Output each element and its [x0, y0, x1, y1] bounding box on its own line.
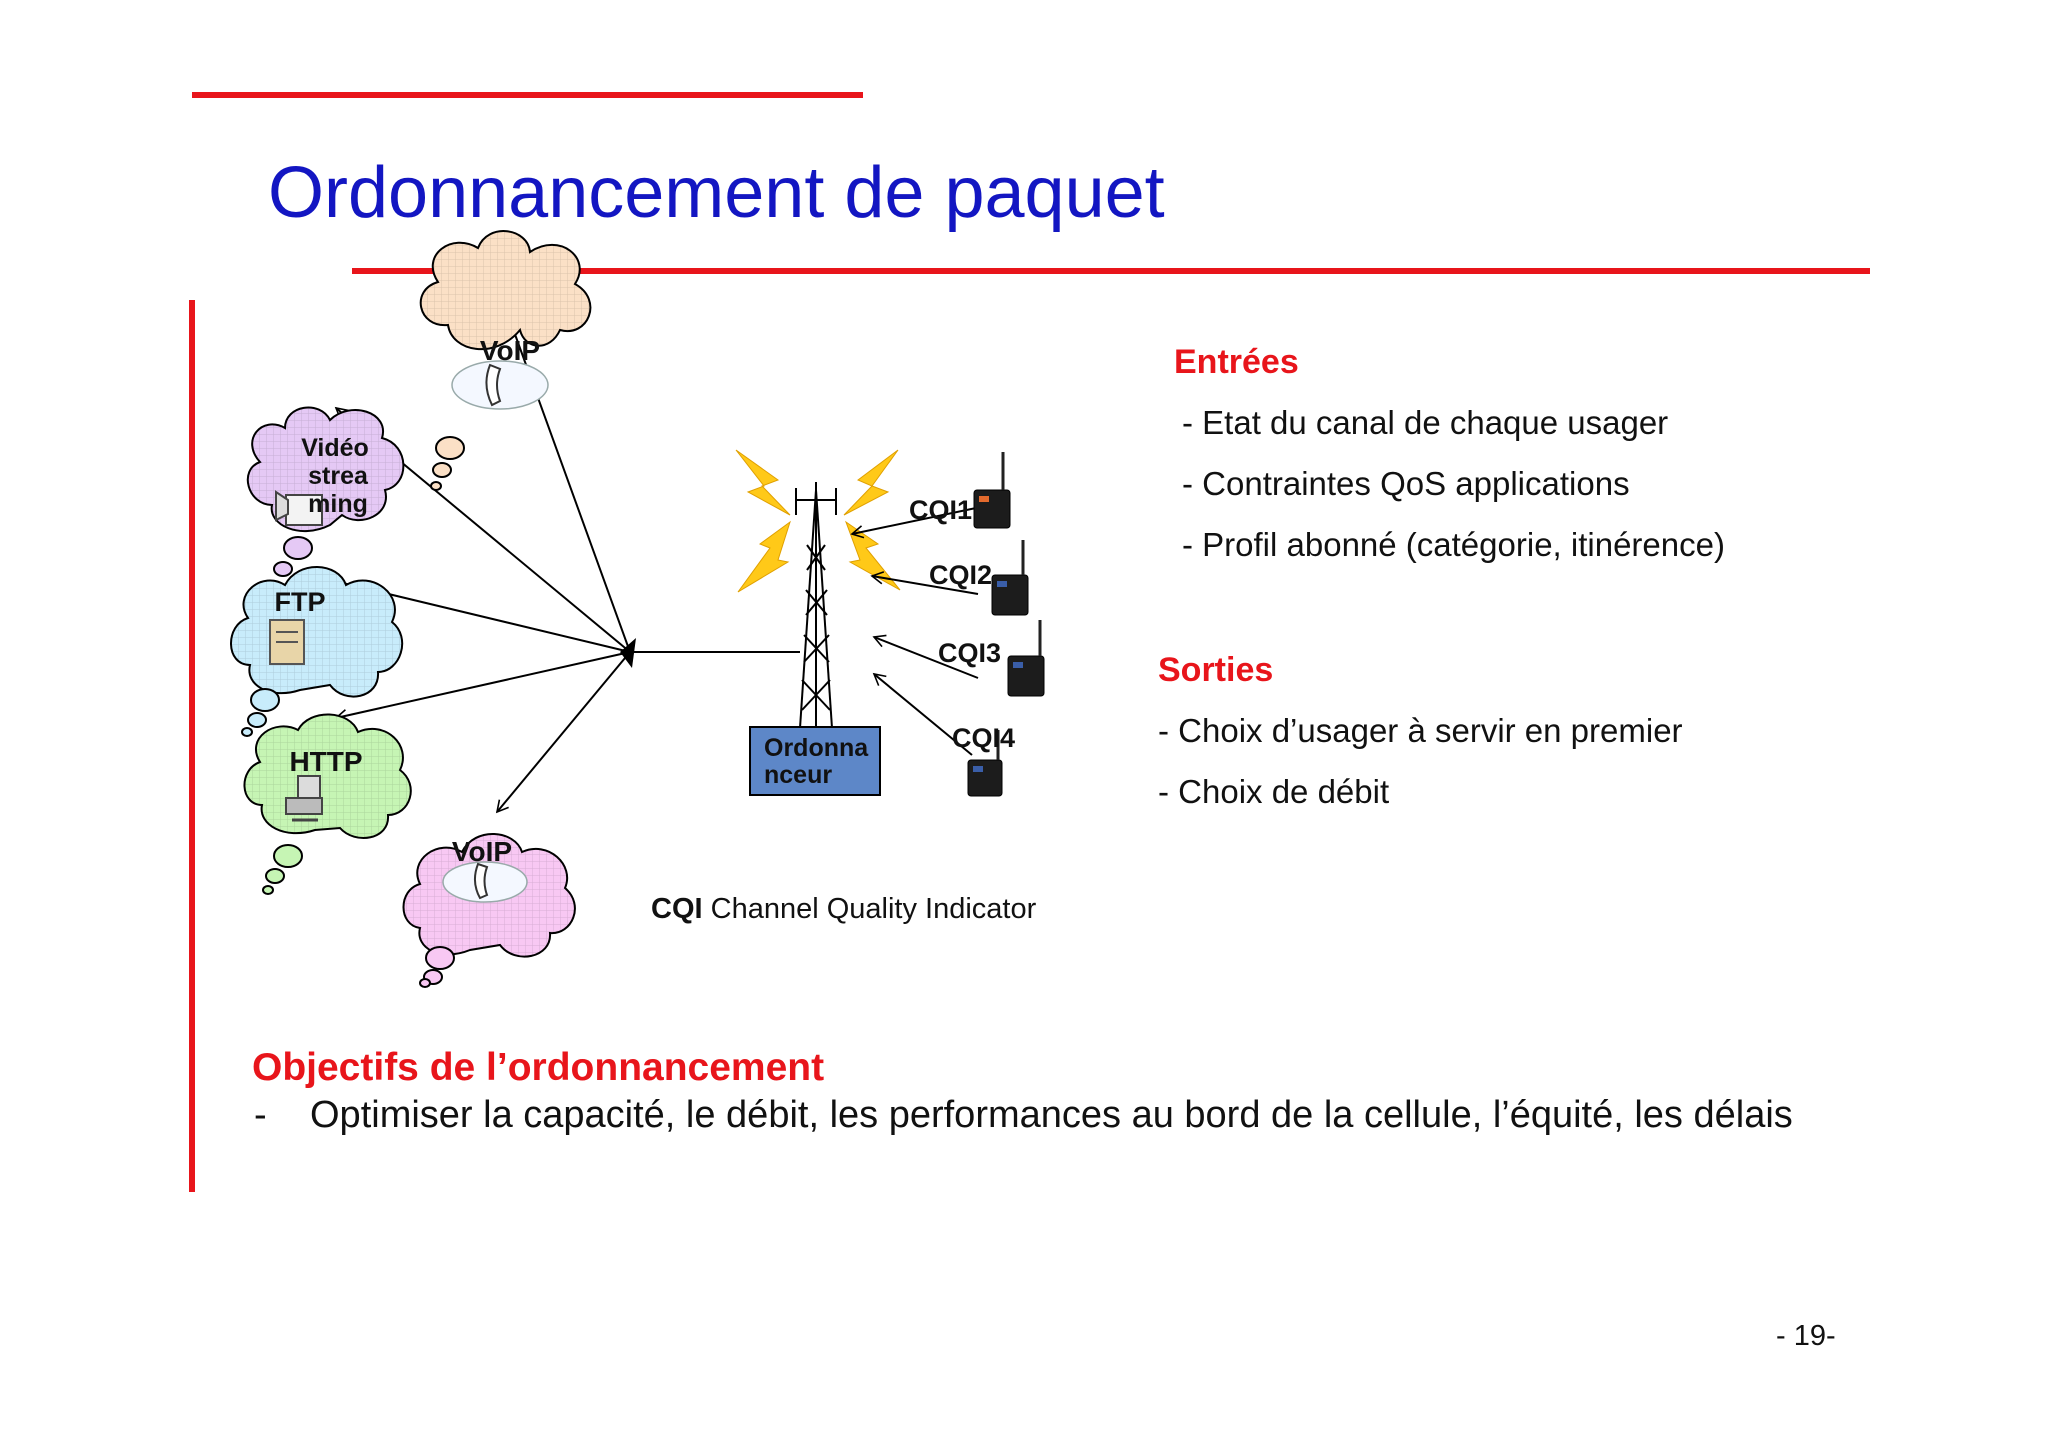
cloud-voip-top: VoIP: [419, 230, 592, 491]
cqi-arrow-2: [870, 571, 979, 595]
file-server-icon: [269, 619, 305, 665]
svg-text:nceur: nceur: [764, 761, 832, 789]
cqi-arrow-1: [850, 507, 977, 539]
inputs-heading: Entrées: [1174, 343, 1299, 381]
svg-text:Vidéo: Vidéo: [301, 434, 369, 462]
lightning-icon: [735, 449, 901, 593]
top-red-rule: [192, 92, 863, 98]
cqi-label-3: CQI3: [938, 638, 1001, 668]
outputs-item: - Choix d’usager à servir en premier: [1158, 712, 1683, 749]
cloud-label-line: strea: [308, 462, 369, 490]
slide-title: Ordonnancement de paquet: [268, 153, 1165, 233]
cqi-arrow-3: [872, 634, 979, 679]
svg-text:strea: strea: [308, 462, 369, 490]
cqi-legend: CQI Channel Quality Indicator: [651, 893, 1036, 926]
left-red-bar: [189, 300, 195, 1192]
mobile-terminal-icon: [967, 452, 1045, 797]
cloud-label-line: ming: [308, 490, 368, 518]
hub-links: [320, 313, 800, 814]
inputs-item: - Etat du canal de chaque usager: [1182, 404, 1669, 441]
link-http: [334, 651, 631, 723]
cloud-voip-bottom: VoIP: [402, 833, 576, 988]
svg-text:VoIP: VoIP: [452, 836, 512, 867]
cqi-label-2: CQI2: [929, 560, 992, 590]
cqi-label-4: CQI4: [952, 723, 1015, 753]
cqi-legend-abbr: CQI: [651, 893, 703, 925]
cqi-arrow-4: [872, 672, 973, 756]
scheduler-label-line: Ordonna: [764, 734, 869, 762]
base-station-tower: [795, 482, 837, 729]
svg-text:ming: ming: [308, 490, 368, 518]
link-voip-bottom: [495, 651, 631, 814]
cloud-http: HTTP: [243, 713, 412, 895]
svg-text:HTTP: HTTP: [289, 746, 362, 777]
inputs-item: - Contraintes QoS applications: [1182, 465, 1630, 502]
cloud-video-streaming: Vidéo strea ming: [246, 406, 405, 590]
objectives-heading: Objectifs de l’ordonnancement: [252, 1046, 825, 1089]
desktop-computer-icon: [285, 775, 323, 822]
inputs-item: - Profil abonné (catégorie, itinérence): [1182, 526, 1725, 563]
video-projector-icon: [275, 490, 323, 526]
svg-text:Ordonna: Ordonna: [764, 734, 869, 762]
telephone-icon: [485, 363, 502, 407]
outputs-heading: Sorties: [1158, 651, 1274, 689]
page-number: - 19-: [1776, 1320, 1836, 1352]
cloud-label-line: FTP: [275, 587, 326, 617]
objectives-item: Optimiser la capacité, le débit, les per…: [310, 1094, 1793, 1136]
cloud-ftp: FTP: [230, 566, 404, 737]
objectives-bullet: -: [254, 1094, 267, 1136]
cqi-label-1: CQI1: [909, 495, 972, 525]
cloud-label-line: VoIP: [480, 335, 540, 366]
cloud-label-line: VoIP: [452, 836, 512, 867]
cqi-arrows: [850, 507, 979, 756]
scheduler-box: Ordonna nceur: [749, 726, 881, 796]
svg-text:FTP: FTP: [275, 587, 326, 617]
telephone-icon: [474, 862, 489, 900]
hub-node: [620, 638, 636, 668]
title-underline-rule: [352, 268, 1870, 274]
scheduler-label-line: nceur: [764, 761, 832, 789]
cloud-label-line: Vidéo: [301, 434, 369, 462]
svg-text:VoIP: VoIP: [480, 335, 540, 366]
outputs-item: - Choix de débit: [1158, 773, 1390, 810]
cqi-legend-text: Channel Quality Indicator: [702, 893, 1037, 925]
cloud-label-line: HTTP: [289, 746, 362, 777]
